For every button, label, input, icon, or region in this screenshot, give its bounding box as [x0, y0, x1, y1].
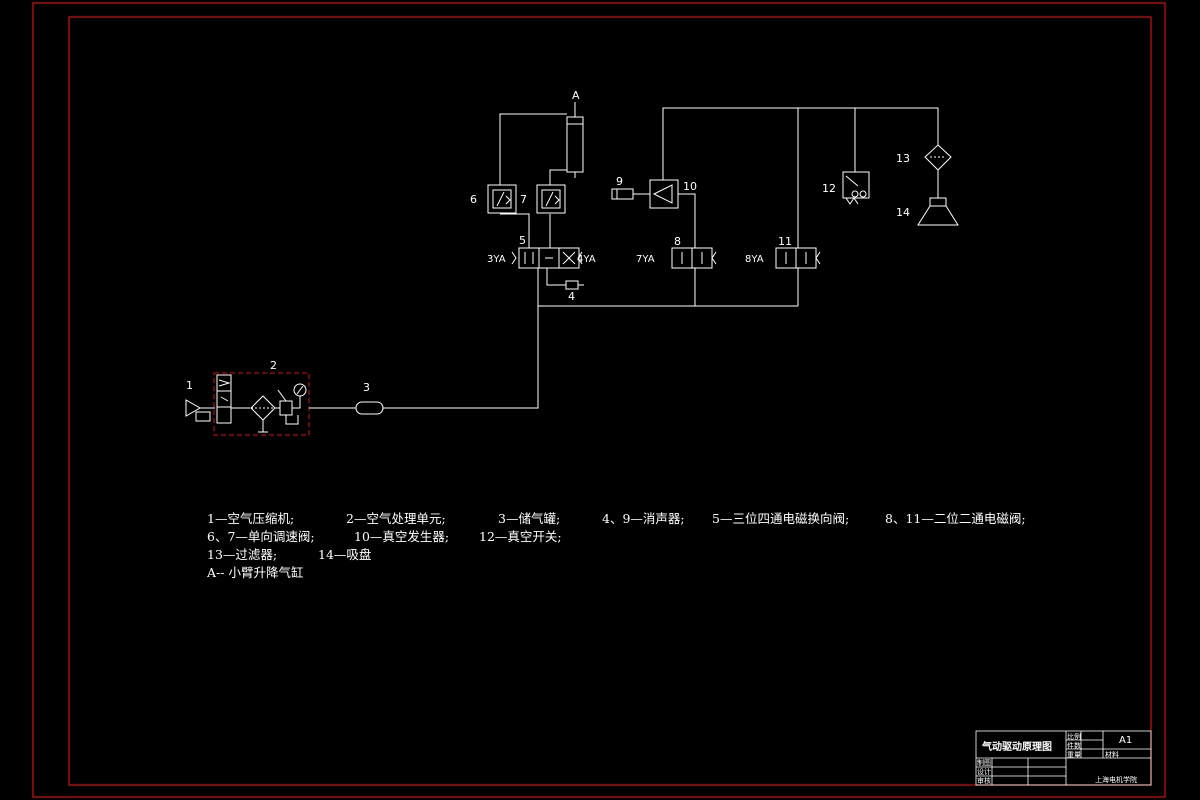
flow-valve-6 [487, 184, 517, 214]
flow-valve-7 [536, 184, 566, 214]
title-block: 气动驱动原理图 比例 件数 重量 材料 A1 制图 设计 审核 上海电机学院 [976, 731, 1151, 785]
legend-item-5: 5—三位四通电磁换向阀; [712, 511, 850, 526]
label-12: 12 [822, 182, 836, 195]
legend-item-6: 8、11—二位二通电磁阀; [885, 511, 1026, 526]
legend-item-10: 13—过滤器; [207, 547, 278, 562]
label-8: 8 [674, 235, 681, 248]
compressor-1 [185, 399, 215, 422]
label-6: 6 [470, 193, 477, 206]
label-3ya: 3YA [487, 254, 506, 265]
legend-item-12: A-- 小臂升降气缸 [207, 565, 304, 580]
muffler-9 [611, 188, 634, 200]
vacuum-switch-12 [842, 171, 870, 205]
outer-frame [32, 2, 1166, 798]
label-10: 10 [683, 180, 697, 193]
weight-label: 重量 [1067, 751, 1081, 759]
inner-frame [68, 16, 1152, 786]
legend-item-7: 6、7—单向调速阀; [207, 529, 315, 544]
label-2: 2 [270, 359, 277, 372]
drawing-title: 气动驱动原理图 [982, 742, 1052, 753]
school-name: 上海电机学院 [1095, 776, 1137, 784]
label-8ya: 8YA [745, 254, 764, 265]
check-label: 审核 [977, 777, 991, 785]
solenoid-valve-8 [671, 247, 717, 269]
label-14: 14 [896, 206, 910, 219]
design-label: 设计 [977, 768, 991, 776]
label-4: 4 [568, 290, 575, 303]
drawn-label: 制图 [977, 759, 991, 767]
legend-item-1: 1—空气压缩机; [207, 511, 295, 526]
legend-item-4: 4、9—消声器; [602, 511, 685, 526]
legend-item-11: 14—吸盘 [318, 547, 372, 562]
legend-item-3: 3—储气罐; [498, 511, 561, 526]
sheet-size: A1 [1119, 735, 1133, 746]
label-13: 13 [896, 152, 910, 165]
muffler-4 [565, 280, 584, 290]
vacuum-generator-10 [649, 179, 679, 209]
label-4ya: 4YA [577, 254, 596, 265]
tank-3 [309, 401, 384, 415]
solenoid-valve-11 [775, 247, 821, 269]
material-label: 材料 [1105, 751, 1119, 759]
suction-cup-14 [917, 197, 959, 226]
label-3: 3 [363, 381, 370, 394]
filter-13 [924, 144, 952, 171]
title-block-grid [975, 730, 1152, 786]
label-5: 5 [519, 234, 526, 247]
label-11: 11 [778, 235, 792, 248]
solenoid-valve-5 [511, 247, 583, 269]
label-9: 9 [616, 175, 623, 188]
label-1: 1 [186, 379, 193, 392]
cylinder-a [566, 102, 584, 178]
label-a: A [572, 89, 580, 102]
label-7: 7 [520, 193, 527, 206]
legend-item-8: 10—真空发生器; [354, 529, 450, 544]
label-7ya: 7YA [636, 254, 655, 265]
circuit-lines [383, 107, 939, 409]
count-label: 件数 [1067, 742, 1081, 750]
air-treatment-unit-2 [213, 372, 310, 436]
legend-item-9: 12—真空开关; [479, 529, 562, 544]
legend: 1—空气压缩机; 2—空气处理单元; 3—储气罐; 4、9—消声器; 5—三位四… [207, 510, 1026, 751]
scale-label: 比例 [1067, 733, 1081, 741]
legend-item-2: 2—空气处理单元; [346, 511, 446, 526]
